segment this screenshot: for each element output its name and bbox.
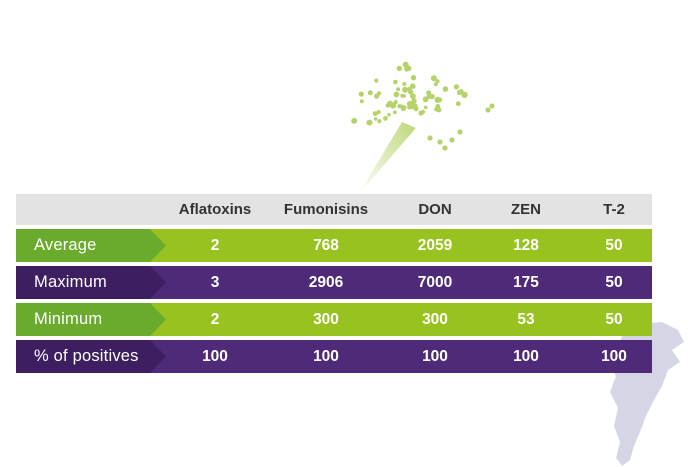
spore-dot: [442, 86, 449, 92]
row-label-arrow: [16, 340, 166, 373]
row-label: Average: [34, 236, 97, 254]
table-cell: 128: [513, 237, 539, 254]
spore-dot: [426, 93, 433, 99]
spore-dot: [367, 90, 373, 96]
table-row: % of positives 100 100 100 100 100: [16, 340, 652, 373]
row-label-arrow: [16, 266, 166, 299]
row-label-tab: [16, 303, 166, 336]
spore-dot: [358, 91, 364, 97]
row-label-arrow: [16, 229, 166, 262]
table-row: Minimum 2 300 300 53 50: [16, 303, 652, 336]
spore-dot: [374, 78, 379, 83]
table-cell: 175: [513, 274, 539, 291]
table-cell: 100: [601, 348, 627, 365]
column-header: Fumonisins: [283, 201, 369, 218]
column-header: T-2: [603, 201, 625, 218]
table-header-row: Aflatoxins Fumonisins DON ZEN T-2: [16, 194, 652, 225]
table-cell: 2059: [417, 237, 453, 254]
spore-dot: [401, 105, 407, 110]
spore-dot: [366, 120, 371, 125]
spore-dot: [433, 82, 438, 87]
spore-stalk: [358, 122, 416, 195]
table-cell: 2: [210, 237, 220, 254]
spore-dot: [423, 105, 428, 110]
spore-dot: [485, 107, 491, 113]
spore-dot: [402, 82, 407, 86]
table-cell: 7000: [417, 274, 453, 291]
spore-dot: [373, 117, 378, 121]
table-cell: 100: [202, 348, 228, 365]
spore-dot: [411, 98, 417, 104]
spore-dot: [430, 75, 437, 82]
spore-dot: [376, 91, 382, 96]
spore-dot: [437, 97, 443, 103]
table-cell: 50: [605, 237, 623, 254]
spore-dot: [408, 102, 415, 110]
spore-dot: [435, 104, 441, 109]
spore-dot: [408, 89, 414, 95]
row-label: Maximum: [34, 273, 107, 291]
table-cell: 2906: [308, 274, 344, 291]
spore-dot: [351, 117, 358, 124]
spore-dot: [453, 84, 460, 90]
spore-dot: [489, 103, 495, 109]
spore-dot: [410, 93, 416, 100]
spore-dot: [397, 104, 402, 109]
spore-dot: [387, 100, 394, 107]
table-cell: 50: [605, 274, 623, 291]
table-cell: 768: [313, 237, 339, 254]
table-row: Maximum 3 2906 7000 175 50: [16, 266, 652, 299]
table-row: Average 2 768 2059 128 50: [16, 229, 652, 262]
row-label-tab: [16, 340, 166, 373]
spore-dot: [421, 109, 426, 114]
table-cell: 100: [513, 348, 539, 365]
spore-dot: [459, 89, 464, 94]
row-label: Minimum: [34, 310, 103, 328]
spore-dot: [437, 139, 443, 145]
row-label: % of positives: [34, 347, 139, 365]
mould-spore-icon: [351, 61, 495, 195]
table-cell: 53: [517, 311, 535, 328]
table-cell: 300: [313, 311, 339, 328]
spore-dot: [422, 96, 429, 103]
spore-dot: [435, 79, 440, 84]
spore-dot: [376, 110, 381, 115]
column-header: DON: [418, 201, 452, 218]
spore-dot: [410, 83, 416, 89]
spore-dot: [387, 112, 391, 117]
spore-dot: [377, 119, 382, 124]
row-label-tab: [16, 266, 166, 299]
row-label-tab: [16, 229, 166, 262]
table-cell: 50: [605, 311, 623, 328]
spore-dot: [393, 79, 398, 85]
row-label-arrow: [16, 303, 166, 336]
spore-dot: [442, 145, 448, 151]
spore-dot: [402, 94, 406, 98]
table-cell: 100: [422, 348, 448, 365]
spore-dot: [393, 91, 400, 98]
column-header: Aflatoxins: [178, 201, 252, 218]
spore-dot: [392, 110, 397, 115]
spore-dot: [455, 101, 461, 107]
spore-dot: [457, 129, 463, 135]
table-cell: 2: [210, 311, 220, 328]
spore-dot: [396, 65, 402, 72]
spore-dot: [413, 106, 419, 112]
table-cell: 3: [210, 274, 220, 291]
spore-dot: [359, 99, 364, 104]
spore-dot: [449, 137, 455, 143]
column-header: ZEN: [511, 201, 541, 218]
spore-dot: [461, 91, 468, 99]
spore-dot: [405, 65, 412, 72]
table-cell: 300: [422, 311, 448, 328]
spore-dot: [383, 116, 388, 121]
spore-dot: [396, 87, 401, 92]
spore-dot: [427, 135, 433, 141]
mycotoxin-table: Aflatoxins Fumonisins DON ZEN T-2 Average 2 76…: [16, 194, 652, 377]
spore-dot: [402, 86, 409, 93]
spore-dot: [410, 75, 417, 81]
table-cell: 100: [313, 348, 339, 365]
spore-dot: [372, 111, 378, 117]
